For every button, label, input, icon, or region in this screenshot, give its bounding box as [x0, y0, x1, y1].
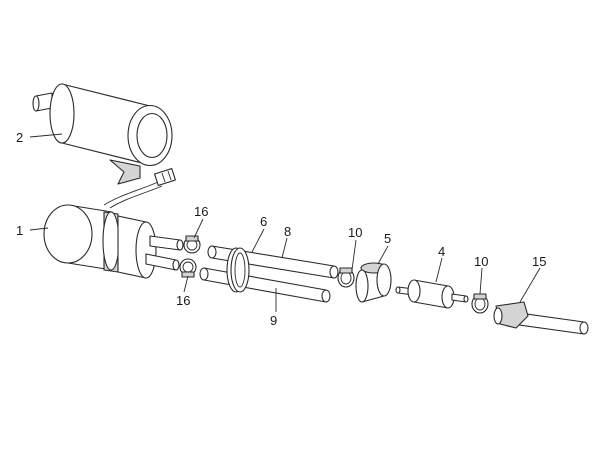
part-10-clamp-right: [471, 293, 489, 314]
callout-16-lower: 16: [176, 293, 190, 308]
callout-8: 8: [284, 224, 291, 239]
part-10-clamp-left: [337, 267, 355, 288]
part-4-fuel-filter: [395, 279, 469, 309]
part-16-clamp-lower: [179, 258, 197, 278]
callout-4: 4: [438, 244, 445, 259]
part-6-pipe-band: [226, 247, 250, 293]
part-2-housing: [32, 83, 173, 185]
part-16-clamp-upper: [183, 235, 201, 254]
callout-10-right: 10: [474, 254, 488, 269]
callout-9: 9: [270, 313, 277, 328]
part-1-pump-motor: [43, 204, 184, 279]
callout-15: 15: [532, 254, 546, 269]
part-15-hose: [493, 301, 589, 335]
callout-5: 5: [384, 231, 391, 246]
wire-harness: [103, 167, 176, 209]
callout-10-left: 10: [348, 225, 362, 240]
leader-lines: [29, 133, 541, 312]
callout-labels: 2 1 16 16 6 8 9 10 5 4 10 15: [16, 130, 546, 328]
part-5-cap: [355, 262, 392, 303]
callout-16-upper: 16: [194, 204, 208, 219]
callout-1: 1: [16, 223, 23, 238]
callout-6: 6: [260, 214, 267, 229]
callout-2: 2: [16, 130, 23, 145]
